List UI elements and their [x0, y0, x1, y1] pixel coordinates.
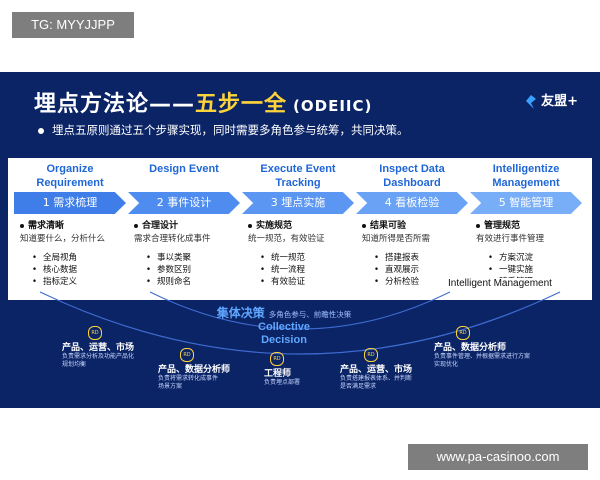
step-desc: 知道所得是否所需 [362, 234, 431, 244]
decision-arcs [39, 291, 561, 355]
step-english: Execute Event Tracking [260, 163, 336, 189]
list-item: 一键实施 [488, 264, 582, 276]
list-item: 搭建报表 [374, 252, 468, 264]
slide: 埋点方法论——五步一全 (ODEIIC) 友盟+ 埋点五原则通过五个步骤实现，同时… [0, 72, 600, 408]
list-item: 规则命名 [146, 276, 240, 288]
list-item: 方案沉淀 [488, 252, 582, 264]
step-desc: 需求合理转化成事件 [134, 234, 211, 244]
list-item: 全局视角 [32, 252, 126, 264]
step-arrow: 4 看板检验 [356, 192, 468, 214]
role-4: 产品、运营、市场 负责搭建报表体系、并判断 是否满足需求 [340, 362, 412, 391]
role-desc: 是否满足需求 [340, 383, 377, 390]
role-name: 产品、运营、市场 [62, 343, 135, 353]
step-arrow: 2 事件设计 [128, 192, 240, 214]
step-head: 需求清晰 [14, 218, 126, 231]
bullet-icon [38, 127, 44, 134]
logo-text: 友盟+ [541, 94, 578, 109]
step-head: 结果可验 [356, 218, 468, 231]
list-item: 分析检验 [374, 276, 468, 288]
role-desc: 负责需求分析及功能产品化 [62, 353, 135, 360]
title-code: (ODEIIC) [293, 97, 373, 115]
list-item: 参数区别 [146, 264, 240, 276]
role-5: 产品、数据分析师 负责事件管理、并根据需求进行方案 实现优化 [434, 340, 530, 369]
list-item: 事以类聚 [146, 252, 240, 264]
step-column-2: Design Event 2 事件设计 合理设计 需求合理转化成事件 事以类聚 … [128, 158, 240, 288]
step-items: 全局视角 核心数据 指标定义 [14, 252, 126, 288]
role-name: 产品、数据分析师 [158, 365, 231, 375]
collective-en-1: Collective [258, 321, 310, 333]
collective-decision: 集体决策多角色参与、前瞻性决策 Collective Decision [204, 304, 364, 347]
collective-en-2: Decision [261, 334, 307, 346]
step-desc: 有效进行事件管理 [476, 234, 545, 244]
step-items: 搭建报表 直观展示 分析检验 [356, 252, 468, 288]
list-item: 核心数据 [32, 264, 126, 276]
step-column-3: Execute Event Tracking 3 埋点实施 实施规范 统一规范，… [242, 158, 354, 288]
step-english: Design Event [149, 163, 219, 175]
step-arrow: 3 埋点实施 [242, 192, 354, 214]
overlay-caption: Intelligent Management [448, 278, 552, 289]
collective-cn: 集体决策 [216, 306, 265, 320]
rd-badge-icon: RD [180, 348, 194, 362]
rd-badge-icon: RD [88, 326, 102, 340]
role-desc: 实现优化 [434, 361, 459, 368]
role-desc: 规划均衡 [62, 361, 87, 368]
title-highlight: 五步一全 [195, 92, 288, 117]
step-head: 合理设计 [128, 218, 240, 231]
step-column-4: Inspect Data Dashboard 4 看板检验 结果可验 知道所得是… [356, 158, 468, 288]
step-desc: 统一规范，有效验证 [248, 234, 325, 244]
role-desc: 负责事件管理、并根据需求进行方案 [434, 353, 531, 360]
step-arrow: 1 需求梳理 [14, 192, 126, 214]
collective-note: 多角色参与、前瞻性决策 [268, 310, 352, 319]
role-2: 产品、数据分析师 负责将需求转化成事件 场景方案 [158, 362, 230, 391]
title-main: 埋点方法论—— [34, 92, 196, 117]
watermark-top: TG: MYYJJPP [12, 12, 134, 38]
steps-panel: Organize Requirement 1 需求梳理 需求清晰 知道要什么，分… [8, 158, 592, 300]
role-1: 产品、运营、市场 负责需求分析及功能产品化 规划均衡 [62, 340, 134, 369]
role-3: 工程师 负责埋点部署 [264, 366, 300, 387]
list-item: 统一规范 [260, 252, 354, 264]
step-items: 统一规范 统一流程 有效验证 [242, 252, 354, 288]
role-desc: 场景方案 [158, 383, 183, 390]
rd-badge-icon: RD [364, 348, 378, 362]
role-name: 产品、运营、市场 [340, 365, 413, 375]
umeng-logo: 友盟+ [524, 90, 578, 109]
role-name: 产品、数据分析师 [434, 343, 507, 353]
step-arrow: 5 智能管理 [470, 192, 582, 214]
list-item: 统一流程 [260, 264, 354, 276]
step-head: 实施规范 [242, 218, 354, 231]
list-item: 指标定义 [32, 276, 126, 288]
step-desc: 知道要什么，分析什么 [20, 234, 106, 244]
list-item: 直观展示 [374, 264, 468, 276]
list-item: 有效验证 [260, 276, 354, 288]
role-desc: 负责搭建报表体系、并判断 [340, 375, 413, 382]
step-column-5: Intelligentize Management 5 智能管理 管理规范 有效… [470, 158, 582, 288]
step-english: Intelligentize Management [492, 163, 560, 189]
subtitle: 埋点五原则通过五个步骤实现，同时需要多角色参与统筹，共同决策。 [38, 122, 409, 138]
subtitle-text: 埋点五原则通过五个步骤实现，同时需要多角色参与统筹，共同决策。 [52, 123, 409, 137]
role-desc: 负责埋点部署 [264, 379, 301, 386]
logo-icon [526, 94, 537, 109]
rd-badge-icon: RD [456, 326, 470, 340]
watermark-bottom: www.pa-casinoo.com [408, 444, 588, 470]
step-head: 管理规范 [470, 218, 582, 231]
step-english: Inspect Data Dashboard [379, 163, 445, 189]
step-items: 事以类聚 参数区别 规则命名 [128, 252, 240, 288]
step-english: Organize Requirement [36, 163, 104, 189]
rd-badge-icon: RD [270, 352, 284, 366]
role-desc: 负责将需求转化成事件 [158, 375, 219, 382]
step-column-1: Organize Requirement 1 需求梳理 需求清晰 知道要什么，分… [14, 158, 126, 288]
role-name: 工程师 [264, 369, 292, 379]
slide-title: 埋点方法论——五步一全 (ODEIIC) [34, 86, 372, 118]
